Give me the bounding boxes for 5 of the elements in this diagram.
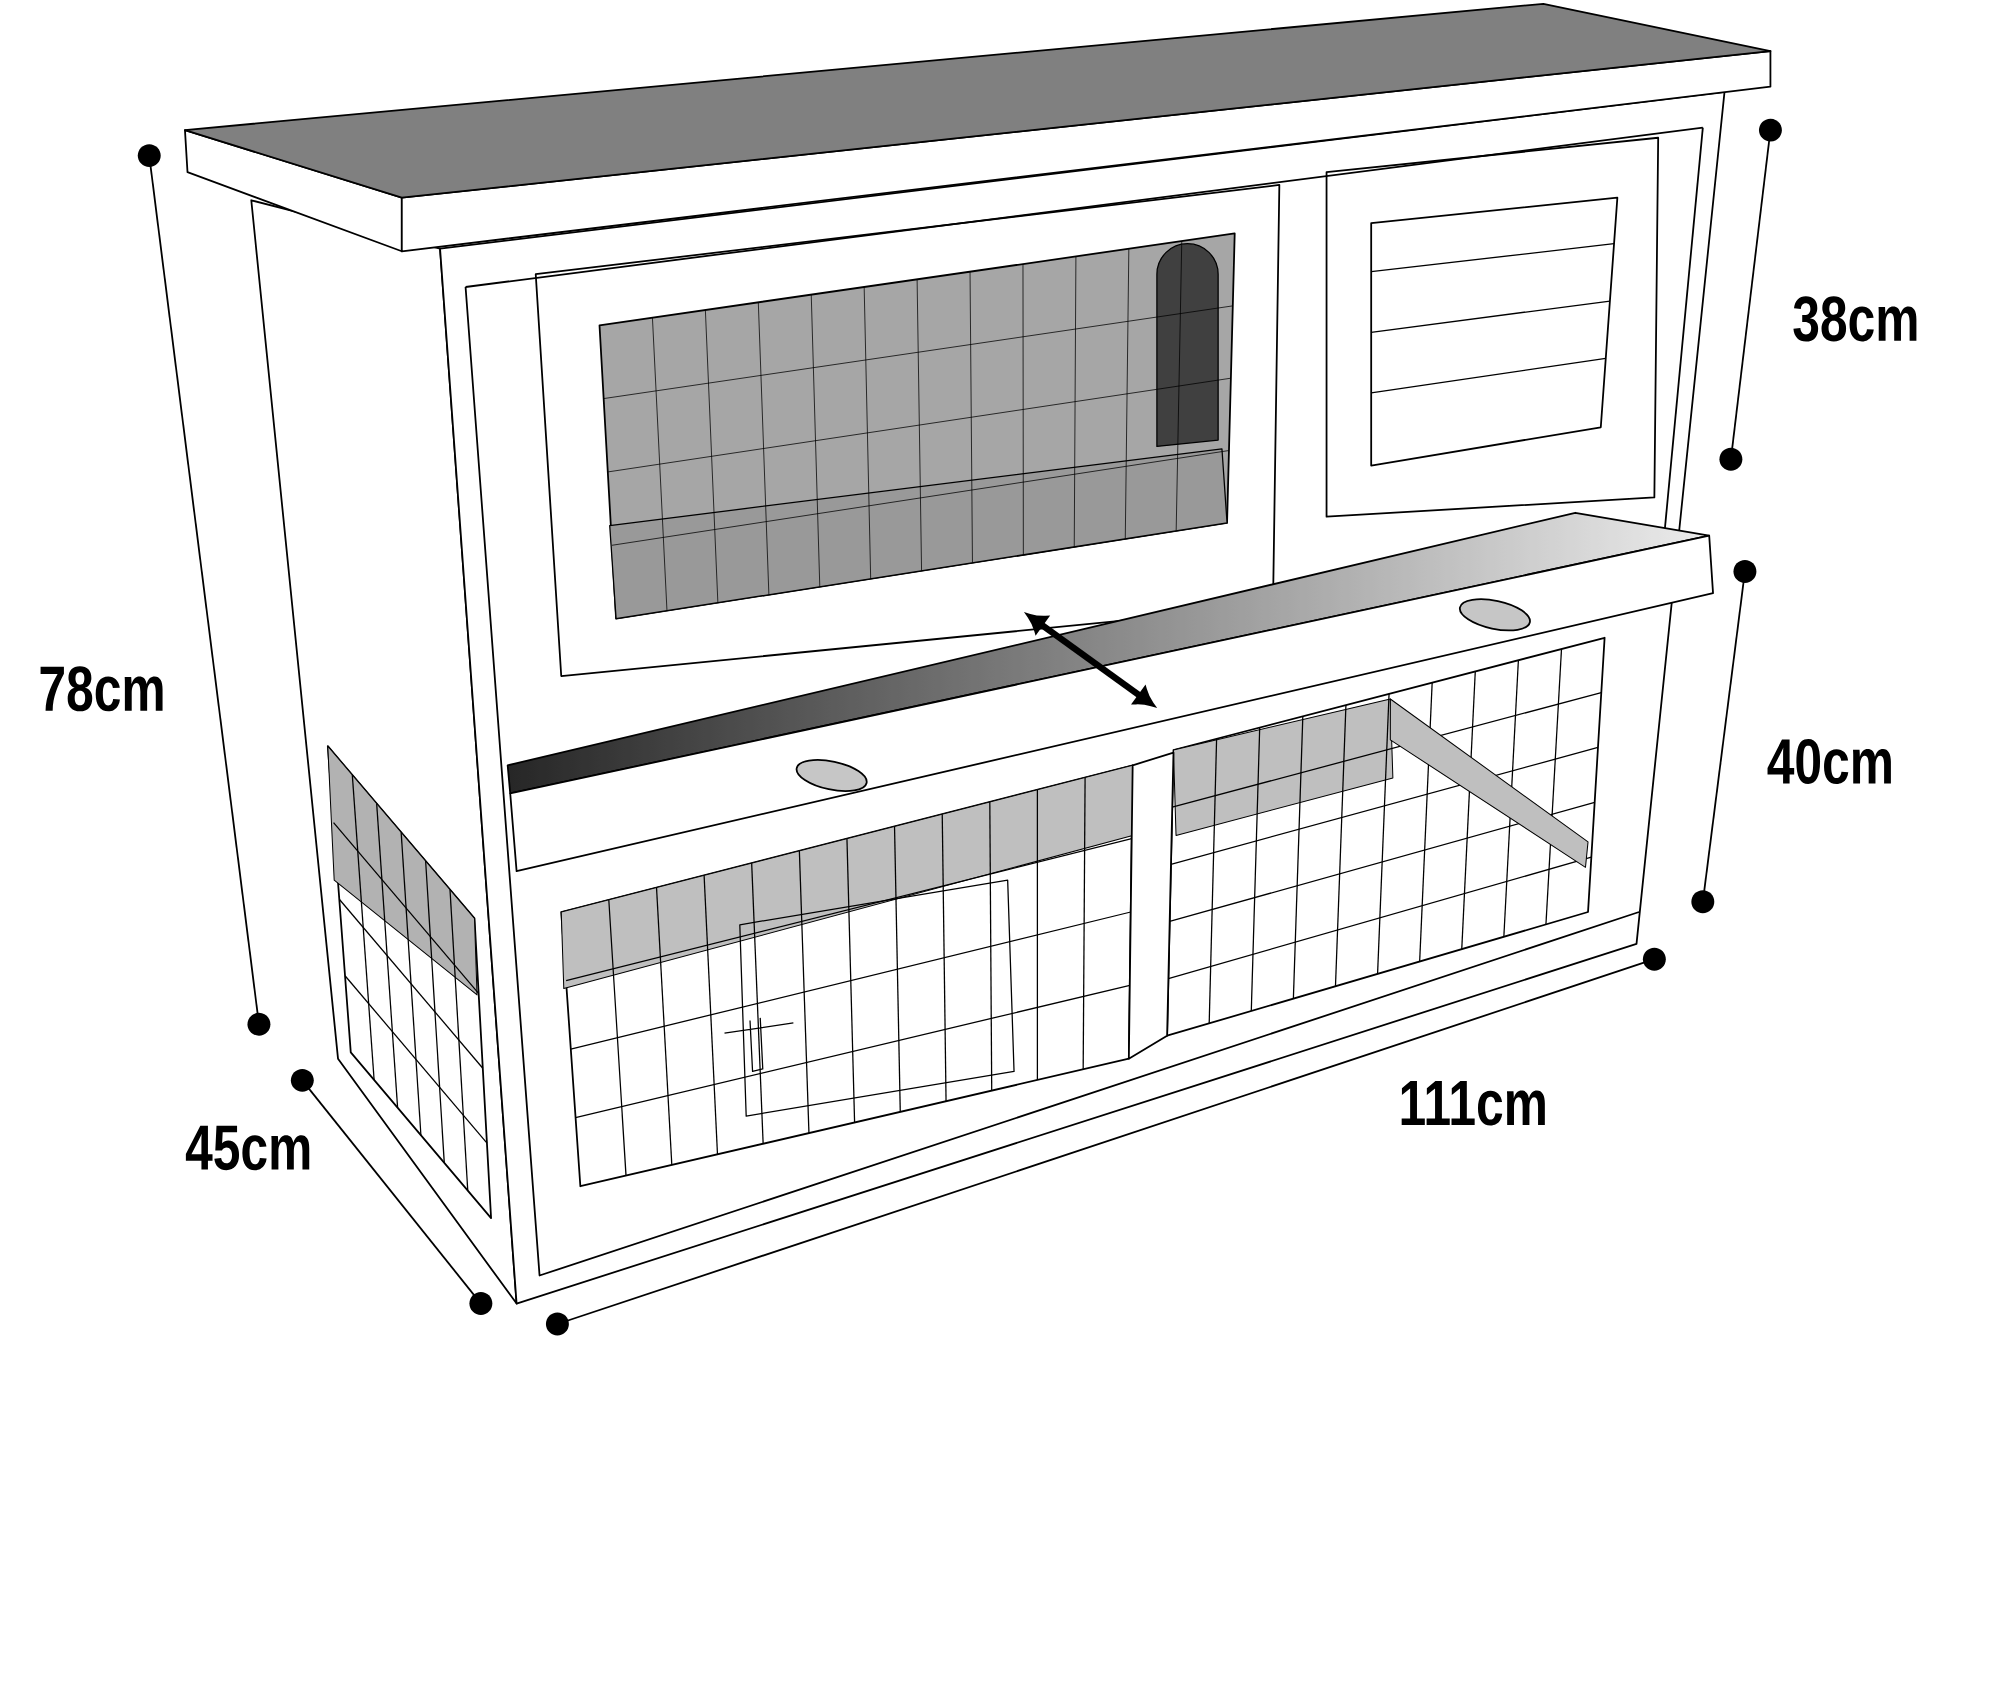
dimension-label: 78cm (40, 666, 163, 712)
dimension-label: 45cm (185, 1125, 310, 1171)
dimension-label: 111cm (1401, 1081, 1545, 1126)
dimension-label: 40cm (1767, 739, 1891, 785)
dimension-label: 38cm (1793, 296, 1917, 342)
